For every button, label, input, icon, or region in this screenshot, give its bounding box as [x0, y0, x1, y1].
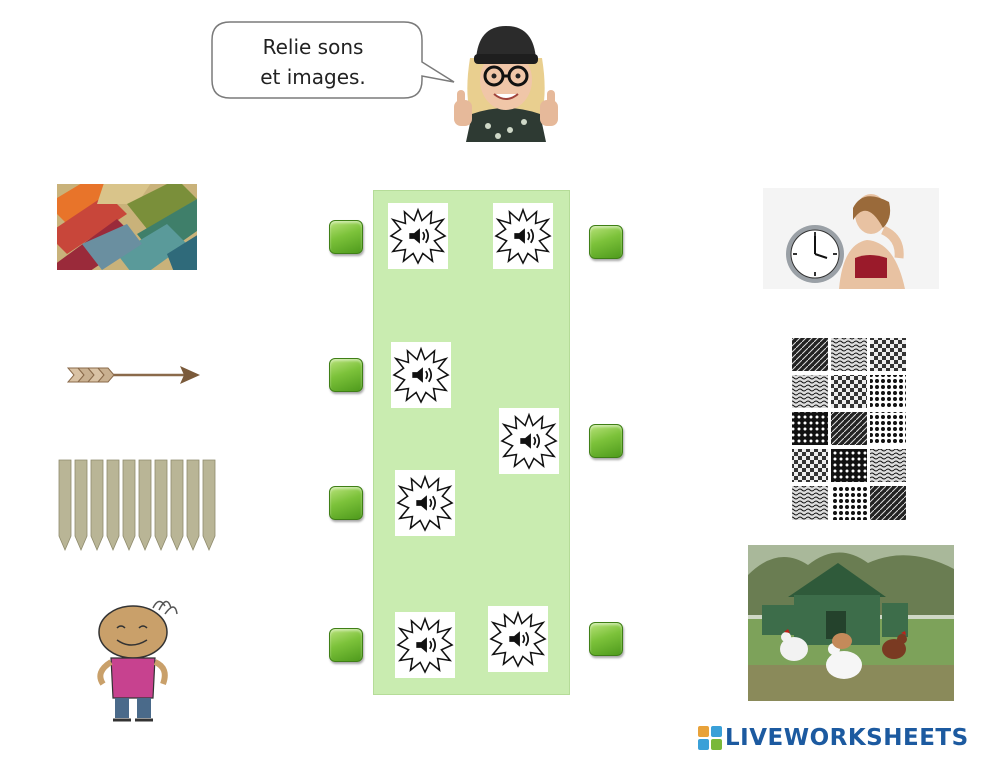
image-chicken-coop[interactable]	[748, 545, 954, 701]
speaker-burst-icon	[489, 610, 547, 668]
speaker-burst-icon	[389, 207, 447, 265]
sound-button-3[interactable]	[391, 342, 451, 408]
image-texture-patterns[interactable]	[790, 336, 910, 523]
connector-right-2[interactable]	[589, 424, 623, 458]
instruction-line-1: Relie sons	[262, 35, 364, 59]
connector-left-3[interactable]	[329, 486, 363, 520]
teacher-avatar	[448, 18, 564, 142]
speaker-burst-icon	[494, 207, 552, 265]
sound-button-1[interactable]	[388, 203, 448, 269]
speaker-burst-icon	[392, 346, 450, 404]
connector-right-1[interactable]	[589, 225, 623, 259]
sound-button-5[interactable]	[395, 470, 455, 536]
image-woman-with-clock[interactable]	[763, 188, 939, 289]
connector-left-2[interactable]	[329, 358, 363, 392]
connector-left-4[interactable]	[329, 628, 363, 662]
image-arrow[interactable]	[64, 306, 204, 438]
connector-left-1[interactable]	[329, 220, 363, 254]
speaker-burst-icon	[500, 412, 558, 470]
instruction-line-2: et images.	[260, 65, 366, 89]
sound-button-6[interactable]	[395, 612, 455, 678]
logo-grid-icon	[698, 726, 722, 750]
image-fabric-rolls[interactable]	[57, 184, 197, 270]
instruction-text: Relie sons et images.	[208, 32, 418, 92]
speech-bubble: Relie sons et images.	[208, 18, 458, 102]
speaker-burst-icon	[396, 616, 454, 674]
sound-button-4[interactable]	[499, 408, 559, 474]
image-pencils-fence[interactable]	[57, 458, 224, 552]
sound-button-7[interactable]	[488, 606, 548, 672]
speaker-burst-icon	[396, 474, 454, 532]
connector-right-3[interactable]	[589, 622, 623, 656]
image-cartoon-kid[interactable]	[55, 588, 223, 730]
sound-button-2[interactable]	[493, 203, 553, 269]
logo-text: LIVEWORKSHEETS	[725, 725, 969, 751]
speech-bubble-shape	[211, 21, 455, 99]
liveworksheets-logo: LIVEWORKSHEETS	[698, 720, 969, 756]
